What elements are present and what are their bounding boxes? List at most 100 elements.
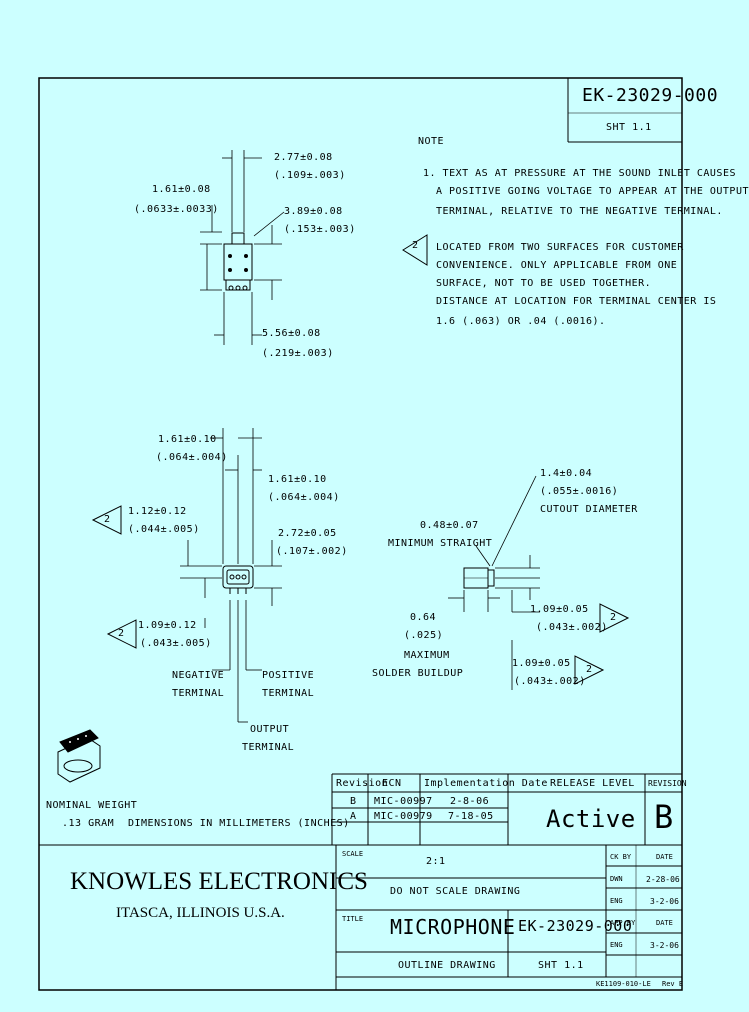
front-top-right-in: (.064±.004) <box>268 492 340 503</box>
revision-row-2-date: 7-18-05 <box>448 811 494 822</box>
approval-date-2: 2-28-06 <box>646 875 680 884</box>
front-left-upper-marker: 2 <box>104 514 111 525</box>
port-right-upper-marker: 2 <box>610 612 617 623</box>
dimensions-note: DIMENSIONS IN MILLIMETERS (INCHES) <box>128 818 350 829</box>
top-part-number: EK-23029-000 <box>582 85 719 106</box>
bottom-sheet-number: SHT 1.1 <box>538 960 584 971</box>
negative-terminal-label-2: TERMINAL <box>172 688 225 699</box>
positive-terminal-label-2: TERMINAL <box>262 688 315 699</box>
top-title-box <box>567 78 682 143</box>
note-heading: NOTE <box>418 136 445 147</box>
note2-line2: CONVENIENCE. ONLY APPLICABLE FROM ONE <box>436 260 678 271</box>
company-location: ITASCA, ILLINOIS U.S.A. <box>116 905 285 921</box>
side-view-component <box>223 232 253 291</box>
port-height-label: MINIMUM STRAIGHT <box>388 538 493 549</box>
front-left-upper-in: (.044±.005) <box>128 524 200 535</box>
approval-role-3: ENG <box>610 897 623 905</box>
front-view-dimension-lines <box>180 428 282 723</box>
note1-line1: 1. TEXT AS AT PRESSURE AT THE SOUND INLE… <box>423 168 736 179</box>
front-top-left-in: (.064±.004) <box>156 452 228 463</box>
no-scale-note: DO NOT SCALE DRAWING <box>390 886 521 897</box>
port-view-component <box>463 567 495 589</box>
approval-date-1: DATE <box>656 853 673 861</box>
front-left-lower-triangle <box>106 619 137 649</box>
port-height-mm: 0.48±0.07 <box>420 520 479 531</box>
drawing-border <box>38 77 683 991</box>
approval-date-3: 3-2-06 <box>650 897 679 906</box>
revision-row-1-ecn: MIC-00997 <box>374 796 433 807</box>
front-right-mm: 2.72±0.05 <box>278 528 337 539</box>
front-left-upper-mm: 1.12±0.12 <box>128 506 187 517</box>
note2-line3: SURFACE, NOT TO BE USED TOGETHER. <box>436 278 652 289</box>
approval-role-2: DWN <box>610 875 623 883</box>
title-block-grid <box>39 773 682 990</box>
company-name: KNOWLES ELECTRONICS <box>70 868 368 895</box>
isometric-view <box>57 729 101 783</box>
approval-role-4: APP BY <box>610 919 636 927</box>
note2-line5: 1.6 (.063) OR .04 (.0016). <box>436 316 606 327</box>
side-bottom-width-in: (.219±.003) <box>262 348 334 359</box>
port-solder-label-1: MAXIMUM <box>404 650 450 661</box>
port-solder-label-2: SOLDER BUILDUP <box>372 668 464 679</box>
port-right-upper-in: (.043±.002) <box>536 622 608 633</box>
approval-role-1: CK BY <box>610 853 632 861</box>
nominal-weight-value: .13 GRAM <box>62 818 115 829</box>
scale-label: SCALE <box>342 850 364 858</box>
output-terminal-label-2: TERMINAL <box>242 742 295 753</box>
release-level-label: RELEASE LEVEL <box>550 778 635 789</box>
port-solder-in: (.025) <box>404 630 444 641</box>
revision-row-2-rev: A <box>350 811 357 822</box>
side-view-dimension-lines <box>200 150 285 345</box>
side-right-height-mm: 3.89±0.08 <box>284 206 343 217</box>
front-top-right-mm: 1.61±0.10 <box>268 474 327 485</box>
approval-role-5: ENG <box>610 941 623 949</box>
ecn-header: ECN <box>382 778 402 789</box>
side-left-height-mm: 1.61±0.08 <box>152 184 211 195</box>
drawing-sheet <box>38 77 683 991</box>
front-left-lower-mm: 1.09±0.12 <box>138 620 197 631</box>
front-left-upper-triangle <box>91 505 122 535</box>
top-sheet-number: SHT 1.1 <box>606 122 652 133</box>
negative-terminal-label-1: NEGATIVE <box>172 670 225 681</box>
form-revision: Rev E <box>662 980 684 988</box>
positive-terminal-label-1: POSITIVE <box>262 670 315 681</box>
nominal-weight-label: NOMINAL WEIGHT <box>46 800 138 811</box>
side-top-width-in: (.109±.003) <box>274 170 346 181</box>
revision-header: Revision <box>336 778 389 789</box>
drawing-title: MICROPHONE <box>390 915 516 939</box>
port-right-lower-marker: 2 <box>586 664 593 675</box>
bottom-part-number: EK-23029-000 <box>518 917 633 935</box>
front-right-in: (.107±.002) <box>276 546 348 557</box>
approval-date-4: DATE <box>656 919 673 927</box>
note1-line3: TERMINAL, RELATIVE TO THE NEGATIVE TERMI… <box>436 206 723 217</box>
release-level-value: Active <box>546 805 636 833</box>
port-cutout-mm: 1.4±0.04 <box>540 468 593 479</box>
port-solder-mm: 0.64 <box>410 612 437 623</box>
implementation-date-header: Implementation Date <box>424 778 548 789</box>
revision-row-1-date: 2-8-06 <box>450 796 490 807</box>
note2-line1: LOCATED FROM TWO SURFACES FOR CUSTOMER <box>436 242 684 253</box>
revision-row-1-rev: B <box>350 796 357 807</box>
front-left-lower-in: (.043±.005) <box>140 638 212 649</box>
side-right-height-in: (.153±.003) <box>284 224 356 235</box>
front-view-component <box>222 565 254 594</box>
note2-marker: 2 <box>412 240 419 251</box>
title-label: TITLE <box>342 915 364 923</box>
note1-line2: A POSITIVE GOING VOLTAGE TO APPEAR AT TH… <box>436 186 749 197</box>
revision-box-value: B <box>654 798 674 836</box>
front-top-left-mm: 1.61±0.10 <box>158 434 217 445</box>
port-view-dimension-lines <box>448 475 540 690</box>
port-right-lower-mm: 1.09±0.05 <box>512 658 571 669</box>
scale-value: 2:1 <box>426 856 446 867</box>
port-cutout-in: (.055±.0016) <box>540 486 619 497</box>
port-right-upper-mm: 1.09±0.05 <box>530 604 589 615</box>
port-right-lower-triangle <box>574 655 605 685</box>
port-right-upper-triangle <box>599 603 630 633</box>
revision-box-label: REVISION <box>648 779 687 788</box>
form-number: KE1109-010-LE <box>596 980 651 988</box>
note2-triangle <box>402 234 428 266</box>
port-cutout-label: CUTOUT DIAMETER <box>540 504 638 515</box>
approval-date-5: 3-2-06 <box>650 941 679 950</box>
side-top-width-mm: 2.77±0.08 <box>274 152 333 163</box>
revision-row-2-ecn: MIC-00979 <box>374 811 433 822</box>
